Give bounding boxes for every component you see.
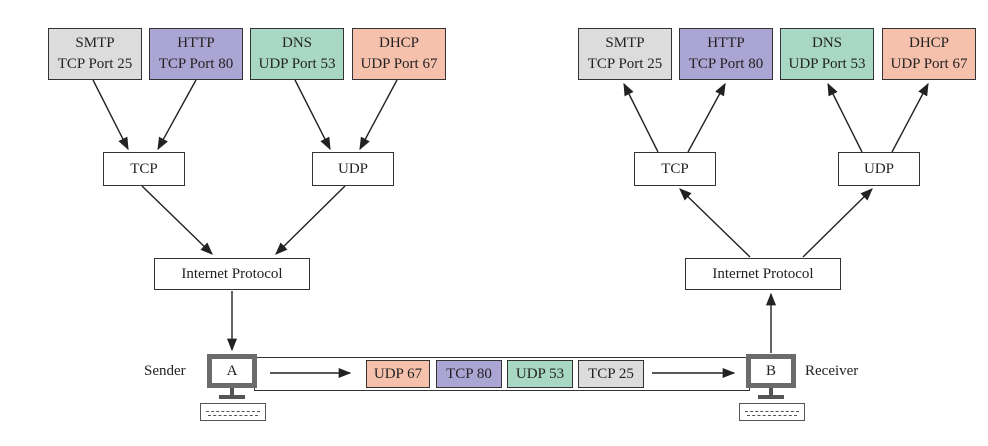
protocol-port: UDP Port 53 [258,56,336,72]
protocol-port: TCP Port 80 [688,56,764,72]
protocol-name: HTTP [707,35,745,51]
packet-label: UDP 53 [515,365,565,382]
ip-label: Internet Protocol [712,265,814,282]
sender-ip-box: Internet Protocol [154,258,310,290]
sender-dhcp-box: DHCP UDP Port 67 [352,28,446,80]
sender-tcp-box: TCP [103,152,185,186]
protocol-name: DNS [281,35,312,51]
arrow-smtp-to-tcp [92,79,129,151]
receiver-tcp-box: TCP [634,152,716,186]
receiver-monitor: B [746,354,796,388]
protocol-name: HTTP [177,35,215,51]
arrow-ip-to-udp [802,188,873,258]
udp-label: UDP [337,160,368,177]
arrow-udp-to-dns [827,82,863,153]
sender-dns-box: DNS UDP Port 53 [250,28,344,80]
protocol-name: SMTP [75,35,115,51]
protocol-port: UDP Port 53 [788,56,866,72]
packet-udp53: UDP 53 [507,360,573,388]
packet-udp67: UDP 67 [366,360,430,388]
receiver-monitor-base [758,395,784,399]
packet-tcp25: TCP 25 [578,360,644,388]
packet-label: TCP 80 [446,365,492,382]
sender-letter: A [226,362,238,379]
arrow-tcp-to-ip [141,185,213,255]
receiver-dhcp-box: DHCP UDP Port 67 [882,28,976,80]
tcp-label: TCP [661,160,689,177]
arrow-dhcp-to-udp [359,79,398,151]
protocol-port: UDP Port 67 [360,56,438,72]
protocol-name: DHCP [378,35,419,51]
protocol-port: TCP Port 25 [587,56,663,72]
arrow-dns-to-udp [294,79,331,151]
receiver-monitor-stand [769,388,773,396]
arrow-tcp-to-smtp [623,82,659,153]
transmission-channel [254,357,750,391]
sender-monitor-stand [230,388,234,396]
protocol-port: UDP Port 67 [890,56,968,72]
receiver-udp-box: UDP [838,152,920,186]
tcp-label: TCP [130,160,158,177]
udp-label: UDP [863,160,894,177]
arrow-tcp-to-http [687,82,726,153]
protocol-port: TCP Port 80 [158,56,234,72]
packet-tcp80: TCP 80 [436,360,502,388]
packet-label: UDP 67 [373,365,423,382]
arrow-http-to-tcp [157,79,197,151]
receiver-dns-box: DNS UDP Port 53 [780,28,874,80]
arrow-udp-to-ip [275,185,346,255]
protocol-port: TCP Port 25 [57,56,133,72]
protocol-name: DHCP [908,35,949,51]
sender-monitor: A [207,354,257,388]
packet-label: TCP 25 [588,365,634,382]
sender-label: Sender [144,363,186,379]
sender-http-box: HTTP TCP Port 80 [149,28,243,80]
ip-label: Internet Protocol [181,265,283,282]
receiver-keyboard-icon [739,403,805,421]
arrow-udp-to-dhcp [891,82,929,153]
sender-udp-box: UDP [312,152,394,186]
receiver-smtp-box: SMTP TCP Port 25 [578,28,672,80]
arrow-ip-to-tcp [679,188,751,258]
protocol-name: DNS [811,35,842,51]
receiver-letter: B [765,362,776,379]
receiver-ip-box: Internet Protocol [685,258,841,290]
protocol-name: SMTP [605,35,645,51]
receiver-http-box: HTTP TCP Port 80 [679,28,773,80]
receiver-label: Receiver [805,363,859,379]
sender-monitor-base [219,395,245,399]
sender-keyboard-icon [200,403,266,421]
sender-smtp-box: SMTP TCP Port 25 [48,28,142,80]
